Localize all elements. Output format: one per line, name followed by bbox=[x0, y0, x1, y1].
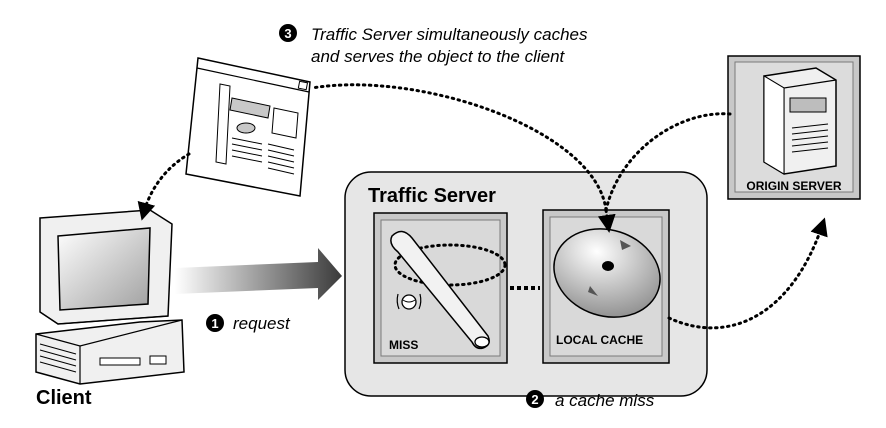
web-page-document-icon bbox=[185, 57, 311, 197]
local-cache-label: LOCAL CACHE bbox=[556, 333, 643, 347]
cache-arrow-tip bbox=[597, 208, 616, 233]
step-3-line-2: and serves the object to the client bbox=[311, 47, 566, 66]
client-label: Client bbox=[36, 387, 92, 409]
step-3-badge bbox=[279, 24, 297, 42]
cache-to-origin-path bbox=[667, 217, 828, 330]
origin-server-box: ORIGIN SERVER bbox=[727, 55, 861, 200]
step-2-number: 2 bbox=[531, 392, 538, 407]
desktop-computer-icon bbox=[35, 209, 185, 385]
miss-label: MISS bbox=[389, 338, 418, 352]
step-1-badge bbox=[206, 314, 224, 332]
baseball-bat-miss-icon bbox=[390, 230, 507, 350]
step-1-number: 1 bbox=[211, 316, 218, 331]
local-cache-panel: LOCAL CACHE bbox=[542, 209, 670, 364]
origin-server-label: ORIGIN SERVER bbox=[746, 179, 841, 193]
miss-panel: MISS bbox=[373, 212, 508, 364]
cache-disk-icon bbox=[553, 228, 661, 318]
step-1-text: request bbox=[233, 314, 291, 333]
request-arrow bbox=[175, 248, 342, 300]
step-2-text: a cache miss bbox=[555, 391, 655, 410]
traffic-server-label: Traffic Server bbox=[368, 185, 496, 207]
step-2-badge bbox=[526, 390, 544, 408]
server-tower-icon bbox=[763, 67, 837, 175]
cache-to-document-path bbox=[310, 83, 608, 212]
document-to-client-path bbox=[137, 152, 191, 221]
origin-to-cache-path bbox=[604, 112, 732, 212]
step-3-number: 3 bbox=[284, 26, 291, 41]
step-3-line-1: Traffic Server simultaneously caches bbox=[311, 25, 588, 44]
